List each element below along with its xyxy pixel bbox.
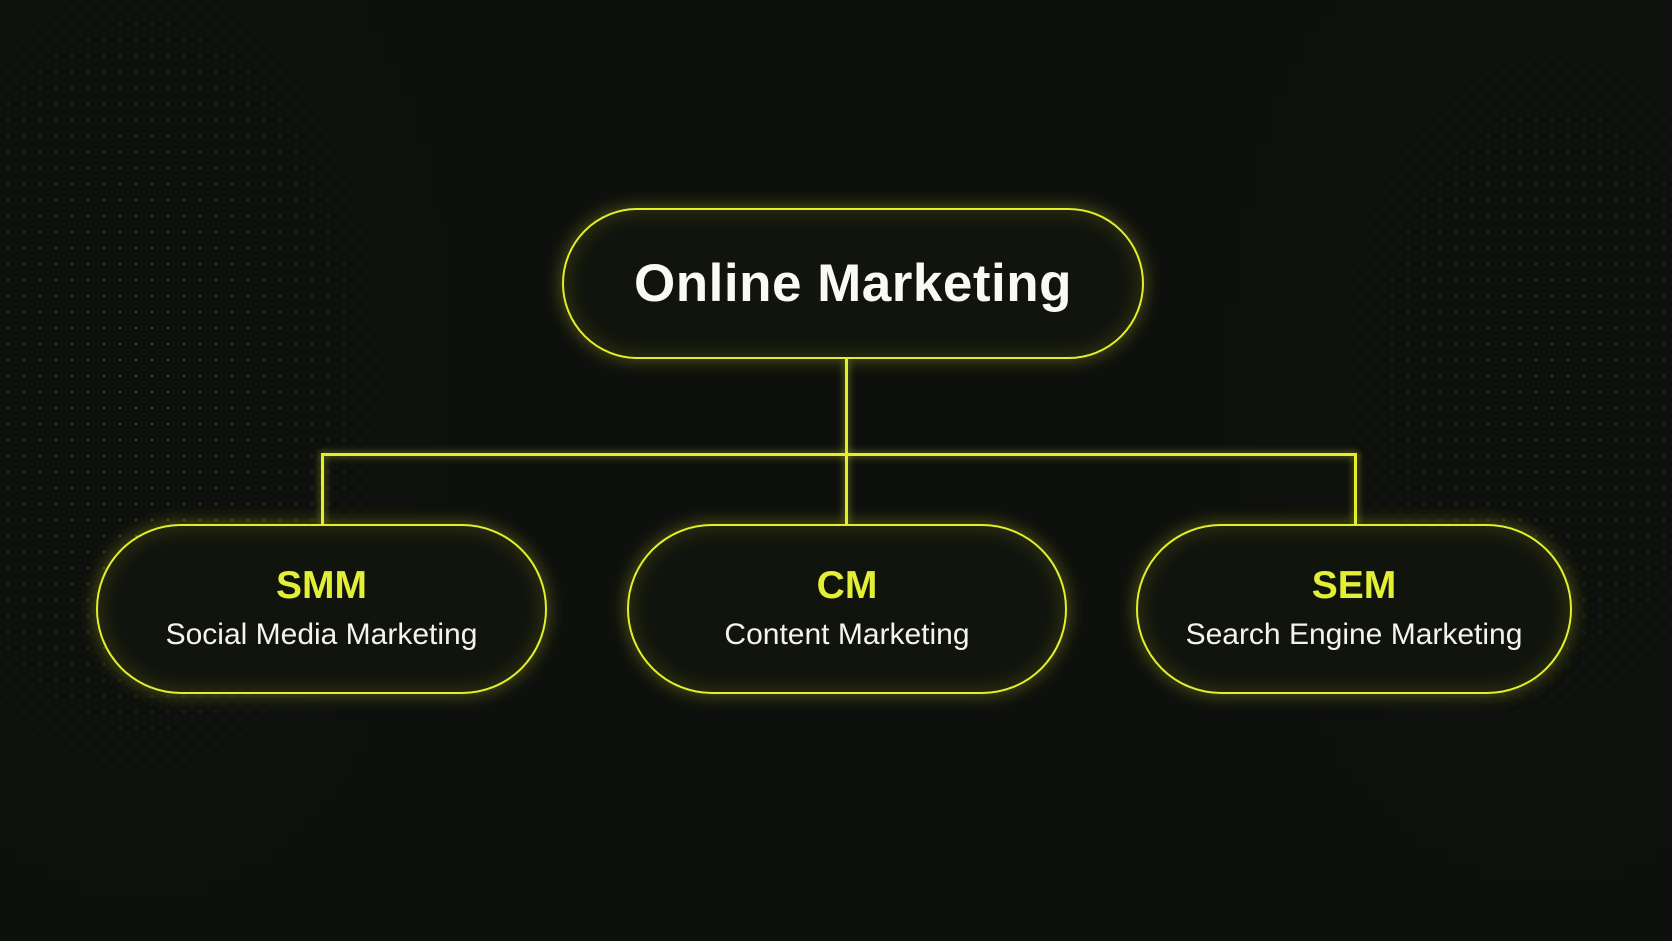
connector-root-down	[845, 359, 848, 455]
node-smm: SMM Social Media Marketing	[96, 524, 547, 694]
node-abbr: CM	[816, 564, 878, 607]
node-title: Online Marketing	[634, 254, 1072, 313]
dot-grid-left	[0, 0, 480, 941]
node-cm: CM Content Marketing	[627, 524, 1067, 694]
node-sem: SEM Search Engine Marketing	[1136, 524, 1572, 694]
dot-grid-right	[1192, 0, 1672, 941]
node-online-marketing: Online Marketing	[562, 208, 1144, 359]
connector-horizontal	[321, 453, 1357, 456]
connector-smm	[321, 453, 324, 525]
node-full-name: Social Media Marketing	[165, 618, 478, 651]
connector-cm	[845, 453, 848, 525]
connector-sem	[1354, 453, 1357, 525]
node-full-name: Content Marketing	[724, 618, 970, 651]
node-abbr: SEM	[1311, 564, 1397, 607]
node-full-name: Search Engine Marketing	[1185, 618, 1523, 651]
node-abbr: SMM	[276, 564, 367, 607]
